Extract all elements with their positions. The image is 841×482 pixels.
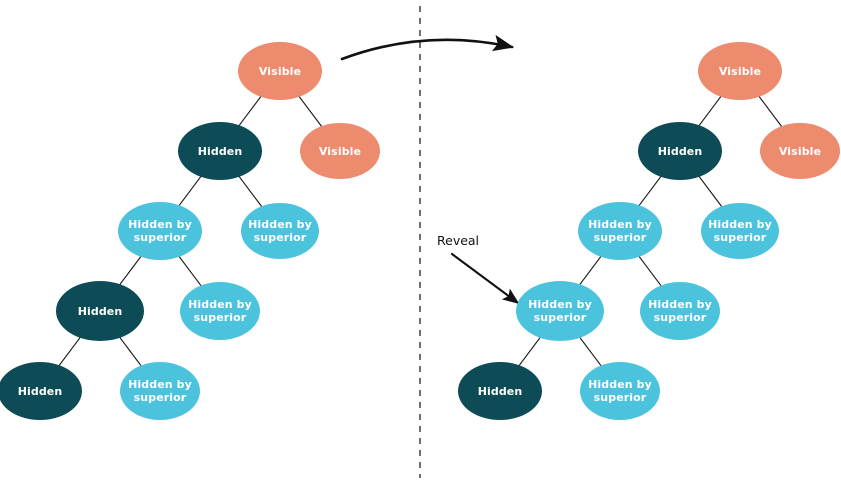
tree-node-hidden-by-superior[interactable]: Hidden by superior xyxy=(241,203,319,259)
tree-node-visible[interactable]: Visible xyxy=(698,42,782,100)
tree-node-label: Hidden by superior xyxy=(528,298,592,324)
tree-node-hidden[interactable]: Hidden xyxy=(0,362,82,420)
tree-edge xyxy=(758,95,783,128)
tree-node-label: Hidden xyxy=(657,144,703,158)
transition-curved-arrow xyxy=(340,34,515,61)
tree-edge xyxy=(298,95,323,128)
left-tree-edges xyxy=(58,95,323,367)
tree-node-label: Hidden by superior xyxy=(708,218,772,244)
tree-node-label: Hidden xyxy=(197,144,243,158)
tree-node-label: Visible xyxy=(718,64,762,78)
tree-node-hidden-by-superior[interactable]: Hidden by superior xyxy=(578,202,662,260)
tree-node-label: Hidden xyxy=(77,304,123,318)
tree-node-hidden-by-superior[interactable]: Hidden by superior xyxy=(120,362,200,420)
tree-node-label: Hidden xyxy=(477,384,523,398)
reveal-pointer-arrow xyxy=(450,252,520,305)
tree-node-hidden-by-superior[interactable]: Hidden by superior xyxy=(580,362,660,420)
tree-node-label: Hidden by superior xyxy=(248,218,312,244)
tree-node-hidden[interactable]: Hidden xyxy=(638,122,722,180)
tree-node-label: Visible xyxy=(778,144,822,158)
tree-node-label: Visible xyxy=(258,64,302,78)
tree-node-visible[interactable]: Visible xyxy=(300,123,380,179)
tree-edge xyxy=(118,336,142,367)
tree-edge xyxy=(238,175,263,208)
tree-edge xyxy=(638,255,662,287)
tree-node-hidden-by-superior[interactable]: Hidden by superior xyxy=(180,282,260,340)
tree-edge xyxy=(578,336,602,367)
tree-node-label: Hidden by superior xyxy=(588,378,652,404)
tree-node-label: Visible xyxy=(318,144,362,158)
tree-edge xyxy=(178,175,202,207)
tree-edge xyxy=(178,255,202,287)
tree-node-hidden[interactable]: Hidden xyxy=(458,362,542,420)
tree-node-hidden-by-superior[interactable]: Hidden by superior xyxy=(640,282,720,340)
tree-node-label: Hidden by superior xyxy=(588,218,652,244)
tree-node-hidden-by-superior[interactable]: Hidden by superior xyxy=(516,281,604,341)
tree-edge xyxy=(238,95,262,127)
reveal-annotation-label: Reveal xyxy=(437,233,480,248)
tree-node-hidden-by-superior[interactable]: Hidden by superior xyxy=(118,202,202,260)
tree-node-label: Hidden by superior xyxy=(648,298,712,324)
tree-node-visible[interactable]: Visible xyxy=(238,42,322,100)
tree-node-visible[interactable]: Visible xyxy=(760,123,840,179)
tree-edge xyxy=(578,255,602,286)
tree-node-hidden[interactable]: Hidden xyxy=(178,122,262,180)
tree-edge xyxy=(698,95,722,127)
tree-node-label: Hidden by superior xyxy=(128,378,192,404)
tree-node-label: Hidden by superior xyxy=(188,298,252,324)
tree-node-label: Hidden by superior xyxy=(128,218,192,244)
tree-edge xyxy=(698,175,723,208)
tree-edge xyxy=(58,336,82,367)
tree-node-hidden[interactable]: Hidden xyxy=(56,281,144,341)
tree-edge xyxy=(518,336,542,367)
tree-edge xyxy=(638,175,662,207)
tree-edge xyxy=(118,255,142,286)
tree-node-label: Hidden xyxy=(17,384,63,398)
tree-node-hidden-by-superior[interactable]: Hidden by superior xyxy=(701,203,779,259)
right-tree-edges xyxy=(518,95,783,367)
